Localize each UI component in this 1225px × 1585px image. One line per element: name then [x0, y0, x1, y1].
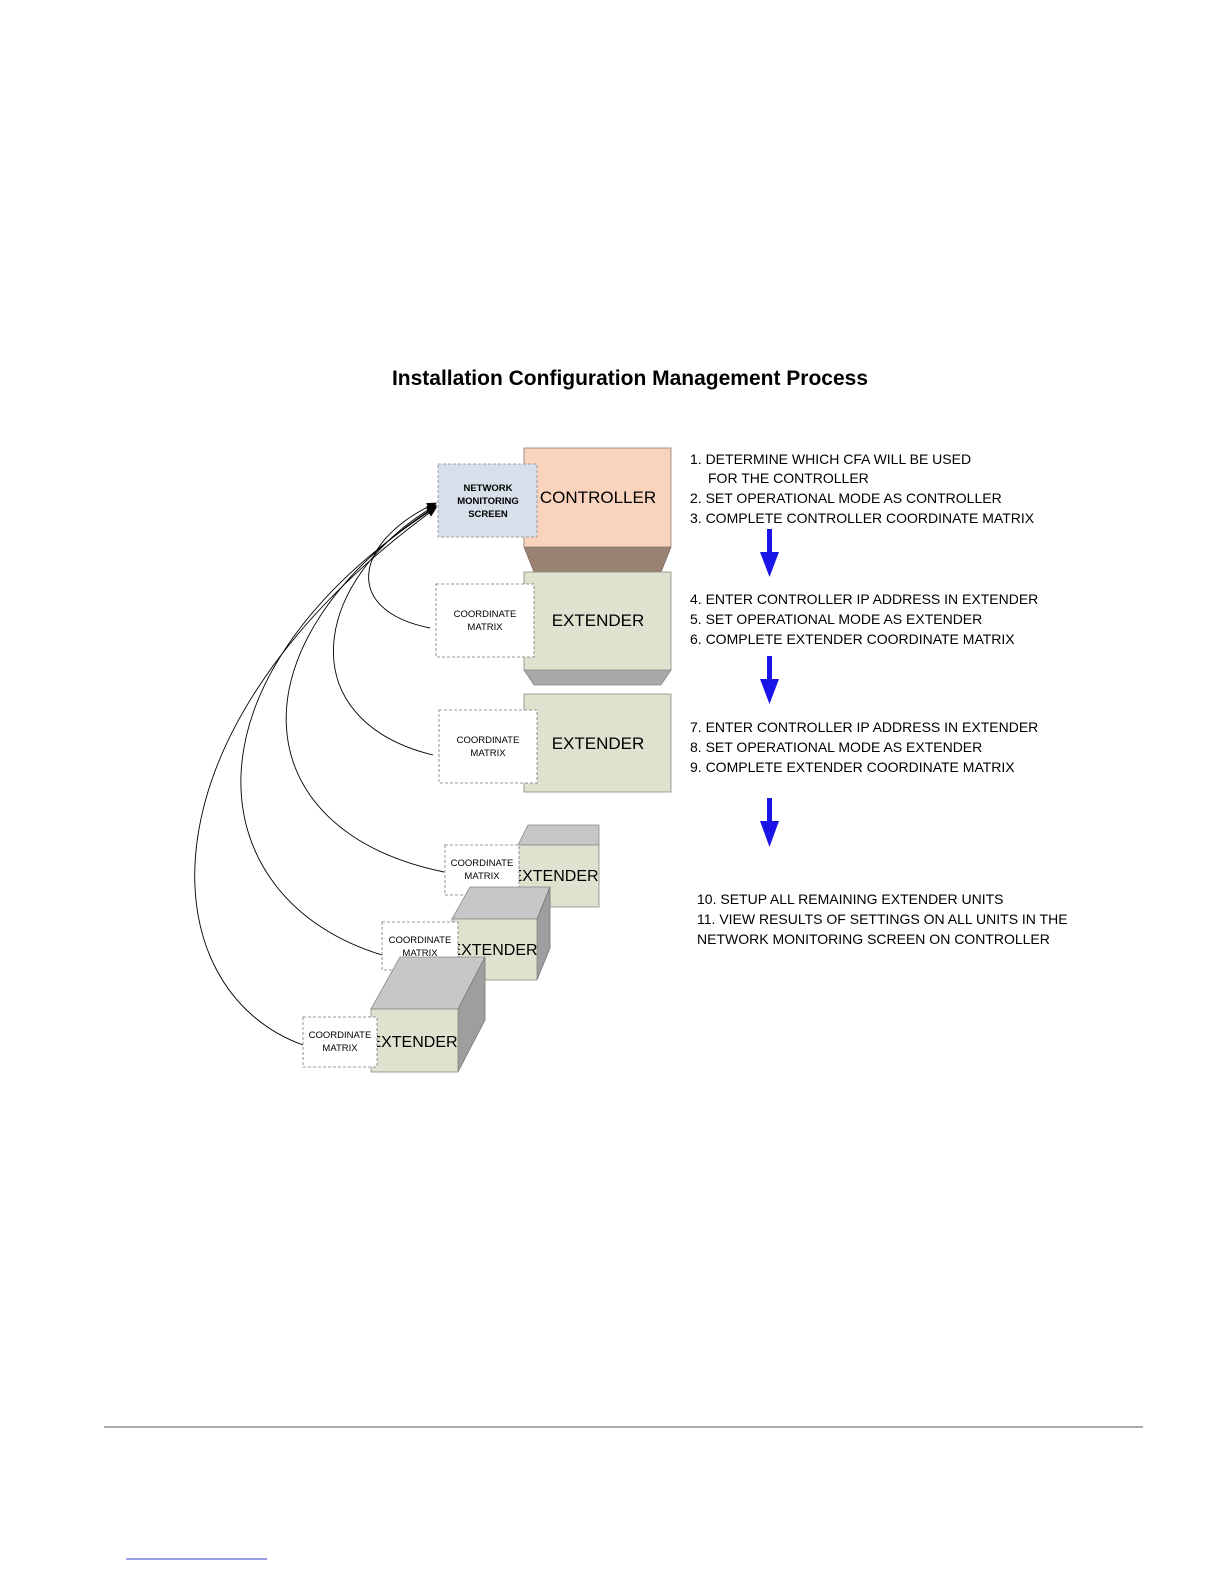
matrix1-line1: COORDINATE [454, 609, 517, 620]
matrix2-line1: COORDINATE [457, 735, 520, 746]
down-arrow-icon-2 [760, 656, 779, 704]
screen-label-line1: NETWORK [463, 483, 512, 494]
step-7: 7. ENTER CONTROLLER IP ADDRESS IN EXTEND… [690, 719, 1038, 735]
step-11-continued: NETWORK MONITORING SCREEN ON CONTROLLER [697, 931, 1050, 947]
step-3: 3. COMPLETE CONTROLLER COORDINATE MATRIX [690, 510, 1035, 526]
extender-unit-3: EXTENDER [511, 824, 600, 908]
extender3-top-face [517, 824, 600, 846]
extender4-label: EXTENDER [450, 942, 537, 959]
matrix5-line1: COORDINATE [309, 1030, 372, 1041]
extender2-label: EXTENDER [552, 734, 645, 753]
controller-front-face [523, 447, 672, 548]
steps-group-2: 4. ENTER CONTROLLER IP ADDRESS IN EXTEND… [690, 591, 1038, 647]
controller-unit: CONTROLLER [523, 447, 672, 573]
network-monitoring-screen: NETWORK MONITORING SCREEN [437, 463, 538, 538]
matrix4-line2: MATRIX [402, 948, 438, 959]
steps-group-1: 1. DETERMINE WHICH CFA WILL BE USED FOR … [690, 451, 1035, 526]
coordinate-matrix-2: COORDINATE MATRIX [438, 709, 538, 784]
coordinate-matrix-1: COORDINATE MATRIX [435, 583, 535, 658]
step-10: 10. SETUP ALL REMAINING EXTENDER UNITS [697, 891, 1004, 907]
extender-unit-5: EXTENDER [370, 956, 486, 1073]
extender-unit-1: EXTENDER [523, 571, 672, 686]
controller-bottom-face [523, 546, 672, 573]
matrix3-line2: MATRIX [464, 871, 500, 882]
connector-lines [194, 502, 445, 1046]
diagram-title: Installation Configuration Management Pr… [392, 367, 868, 390]
steps-group-3: 7. ENTER CONTROLLER IP ADDRESS IN EXTEND… [690, 719, 1038, 775]
step-1: 1. DETERMINE WHICH CFA WILL BE USED [690, 451, 971, 467]
steps-group-4: 10. SETUP ALL REMAINING EXTENDER UNITS 1… [697, 891, 1068, 947]
step-1-continued: FOR THE CONTROLLER [708, 470, 869, 486]
extender5-front-face [370, 1008, 459, 1073]
coordinate-matrix-5: COORDINATE MATRIX [302, 1016, 378, 1068]
connector-line-3 [285, 505, 445, 873]
extender-unit-2: EXTENDER [523, 693, 672, 793]
step-arrows [760, 529, 779, 847]
connector-line-1 [368, 502, 437, 629]
controller-label: CONTROLLER [540, 488, 656, 507]
extender5-label: EXTENDER [370, 1034, 457, 1051]
matrix3-line1: COORDINATE [451, 858, 514, 869]
extender1-bottom-face [523, 669, 672, 686]
step-6: 6. COMPLETE EXTENDER COORDINATE MATRIX [690, 631, 1015, 647]
extender3-label: EXTENDER [511, 868, 598, 885]
down-arrow-icon-3 [760, 798, 779, 847]
connector-line-5 [194, 507, 437, 1046]
connector-line-2 [332, 504, 437, 756]
extender1-label: EXTENDER [552, 611, 645, 630]
step-2: 2. SET OPERATIONAL MODE AS CONTROLLER [690, 490, 1002, 506]
step-9: 9. COMPLETE EXTENDER COORDINATE MATRIX [690, 759, 1015, 775]
screen-label-line2: MONITORING [457, 496, 519, 507]
matrix2-line2: MATRIX [470, 748, 506, 759]
screen-label-line3: SCREEN [468, 509, 508, 520]
extender1-front-face [523, 571, 672, 671]
down-arrow-icon-1 [760, 529, 779, 577]
matrix5-line2: MATRIX [322, 1043, 358, 1054]
matrix1-line2: MATRIX [467, 622, 503, 633]
step-8: 8. SET OPERATIONAL MODE AS EXTENDER [690, 739, 982, 755]
extender2-front-face [523, 693, 672, 793]
step-4: 4. ENTER CONTROLLER IP ADDRESS IN EXTEND… [690, 591, 1038, 607]
step-11: 11. VIEW RESULTS OF SETTINGS ON ALL UNIT… [697, 911, 1068, 927]
connector-line-4 [240, 506, 437, 956]
step-5: 5. SET OPERATIONAL MODE AS EXTENDER [690, 611, 982, 627]
matrix4-line1: COORDINATE [389, 935, 452, 946]
